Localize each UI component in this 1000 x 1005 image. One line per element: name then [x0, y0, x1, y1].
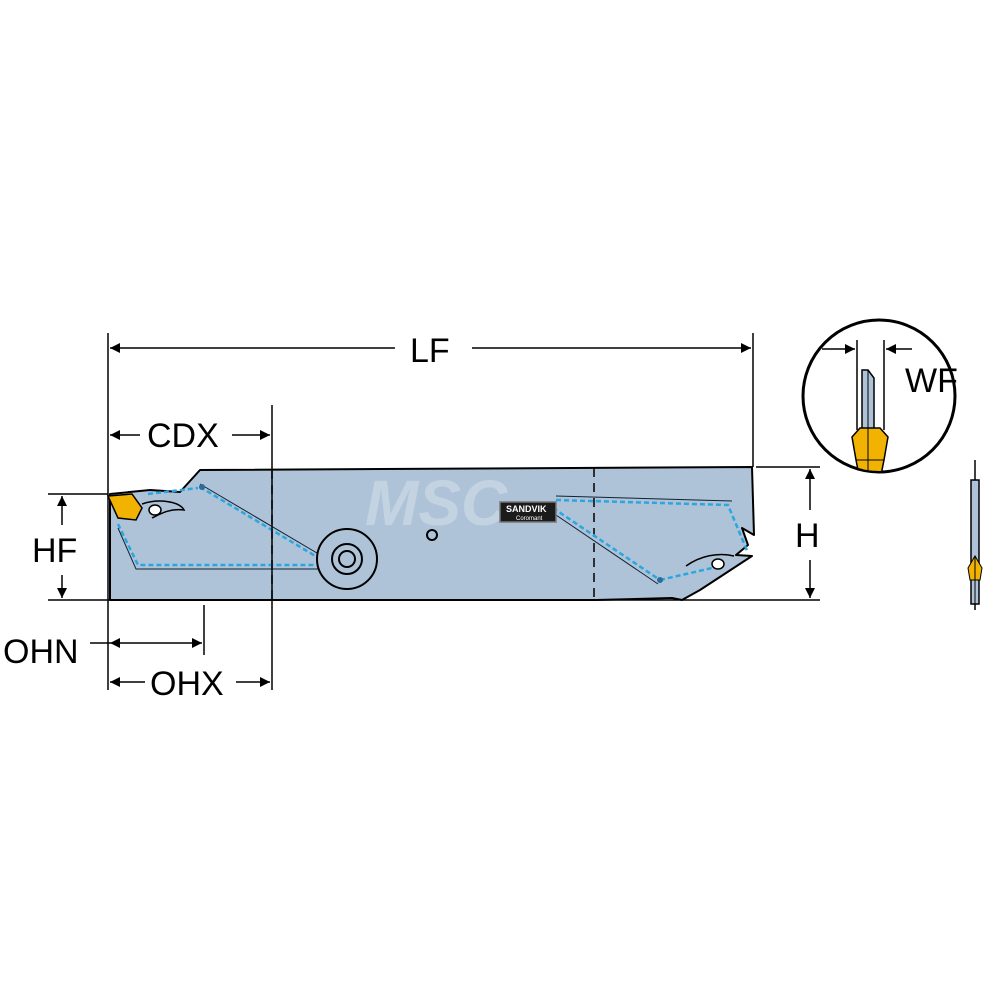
- label-wf: WF: [905, 362, 958, 400]
- label-h: H: [795, 517, 820, 555]
- brand-logo: SANDVIK: [506, 504, 547, 514]
- dimension-lines: [48, 333, 820, 690]
- insert-seat-right: [685, 553, 735, 570]
- label-ohn: OHN: [3, 633, 79, 671]
- insert-left: [106, 493, 186, 521]
- label-ohx: OHX: [150, 665, 224, 703]
- coolant-port-left: [199, 484, 205, 490]
- label-hf: HF: [32, 532, 77, 570]
- label-lf: LF: [410, 332, 450, 370]
- brand-plate: SANDVIK Coromant: [499, 501, 557, 523]
- watermark: MSC: [365, 467, 508, 539]
- detail-view-wf: WF: [801, 318, 958, 474]
- mounting-hole: [426, 529, 438, 541]
- coolant-port-right: [657, 577, 663, 583]
- tool-blade: MSC: [106, 466, 755, 601]
- side-profile: [967, 460, 983, 610]
- coolant-channel-left: [116, 485, 323, 567]
- coolant-connector: [316, 528, 378, 590]
- label-cdx: CDX: [147, 417, 219, 455]
- brand-sub: Coromant: [516, 516, 543, 522]
- coolant-channel-right: [552, 498, 750, 582]
